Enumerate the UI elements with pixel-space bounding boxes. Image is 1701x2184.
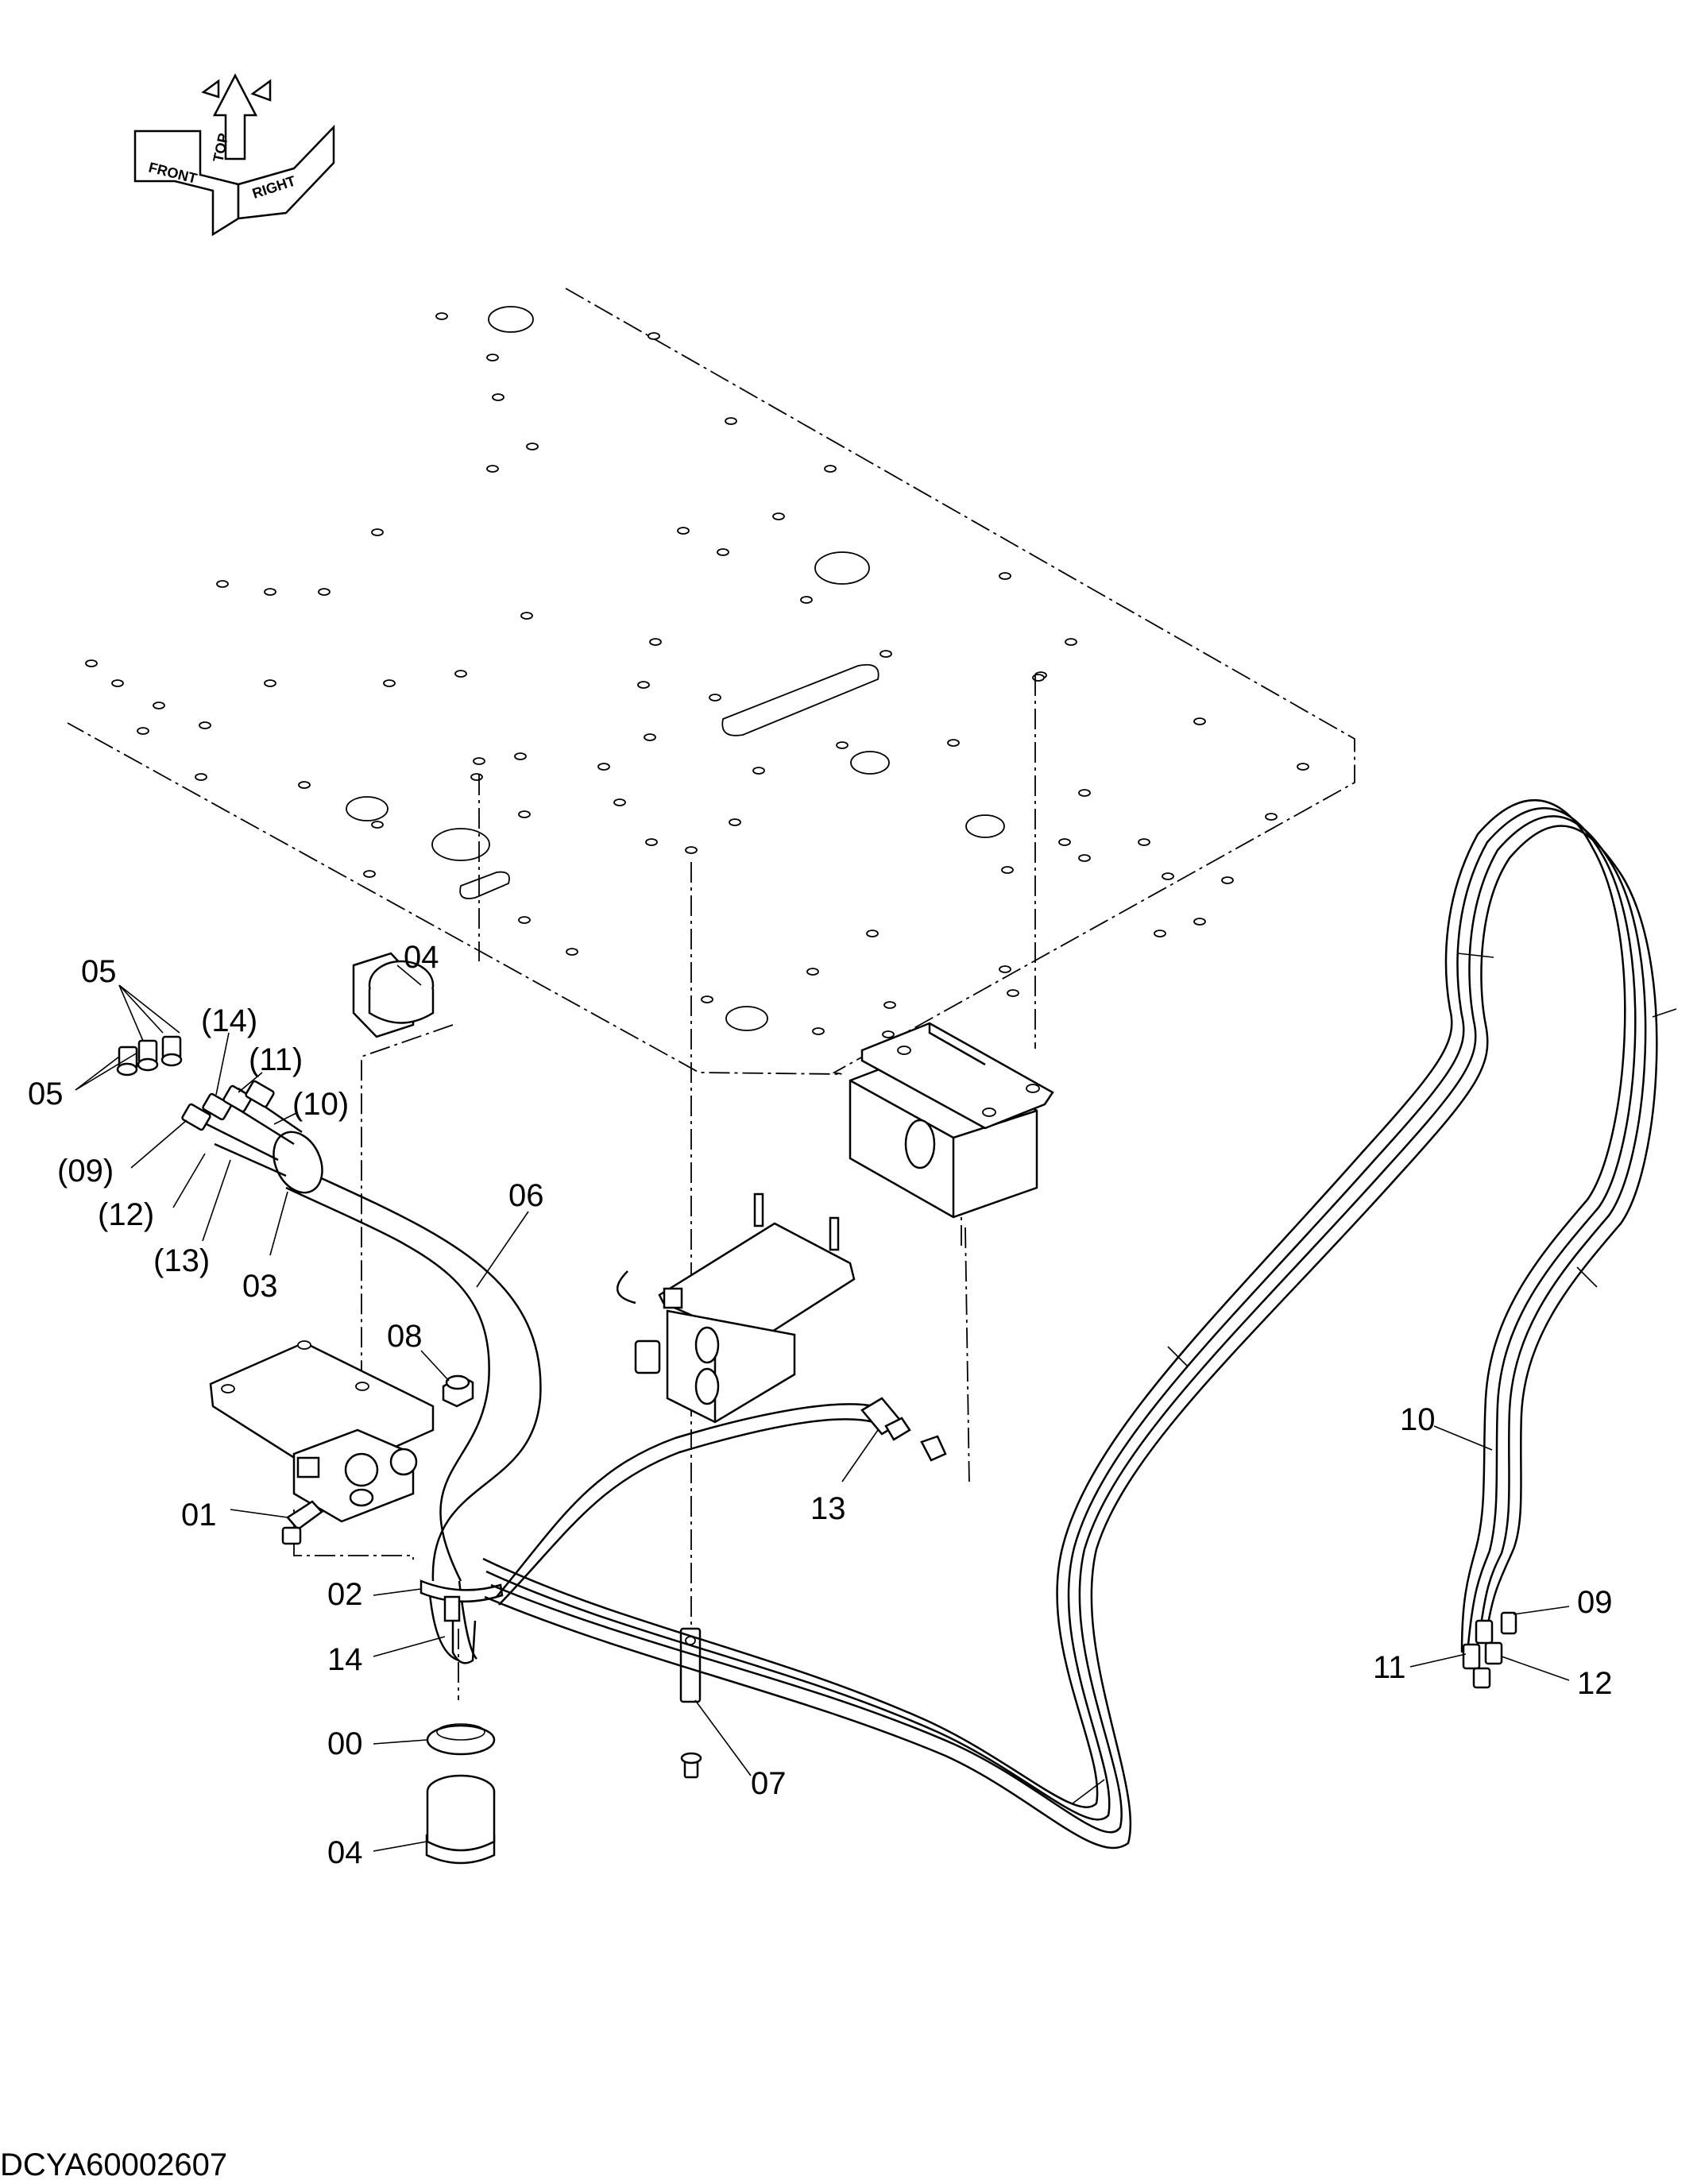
callout-10: 10	[1400, 1402, 1436, 1437]
part-04-lower-grommet	[425, 1774, 496, 1865]
drawing-code: DCYA60002607	[0, 2147, 227, 2182]
callout-13-paren: (13)	[153, 1243, 210, 1278]
part-02-hose-clamp	[419, 1579, 504, 1664]
upper-bracket-block	[849, 1022, 1054, 1219]
callout-02: 02	[327, 1577, 363, 1612]
callout-08: 08	[387, 1319, 423, 1354]
callout-10-paren: (10)	[292, 1087, 349, 1122]
callout-07: 07	[751, 1766, 787, 1801]
callout-03: 03	[242, 1269, 278, 1304]
part-04-upper-grommet	[352, 952, 435, 1038]
callout-11: 11	[1373, 1650, 1406, 1685]
callout-11-paren: (11)	[249, 1042, 303, 1077]
callout-06: 06	[508, 1178, 544, 1213]
part-05-fittings	[116, 1035, 183, 1077]
callout-05-top: 05	[81, 954, 117, 989]
callout-leaders	[75, 964, 1570, 1852]
left-hose-end-fittings	[116, 1035, 303, 1177]
callout-00: 00	[327, 1726, 363, 1761]
callout-09: 09	[1577, 1585, 1613, 1620]
part-08-plug	[442, 1374, 474, 1408]
lower-valve-block	[209, 1340, 435, 1523]
callout-12: 12	[1577, 1666, 1613, 1701]
valve-block-bracket	[616, 1193, 856, 1424]
orientation-symbol: FRONT TOP RIGHT	[133, 73, 335, 237]
callout-12-paren: (12)	[98, 1197, 154, 1232]
callout-14: 14	[327, 1642, 363, 1677]
hose-bundle	[482, 799, 1677, 1850]
part-01-elbow-fitting	[281, 1500, 323, 1545]
assembly-lines	[293, 675, 1036, 1700]
callout-labels: 05 05 (14) (11) (10) (09) (12) (13) 04 0…	[28, 940, 1613, 1870]
right-hose-end-fittings	[1460, 1547, 1517, 1689]
part-13-hose-fitting	[860, 1397, 947, 1462]
callout-05-left: 05	[28, 1077, 64, 1111]
floor-plate	[67, 288, 1355, 1075]
callout-09-paren: (09)	[57, 1154, 114, 1189]
part-00-clamp-ring	[426, 1723, 496, 1756]
callout-04-lower: 04	[327, 1835, 363, 1870]
callout-04-upper: 04	[404, 940, 439, 975]
callout-14-paren: (14)	[201, 1003, 257, 1038]
callout-13: 13	[810, 1491, 846, 1526]
callout-01: 01	[181, 1498, 217, 1533]
